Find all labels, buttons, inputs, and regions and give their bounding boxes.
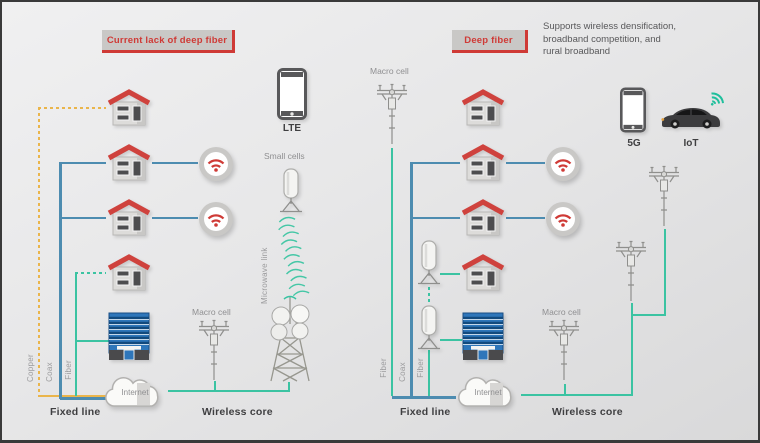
house-icon bbox=[460, 199, 506, 237]
lte-phone-icon bbox=[277, 68, 307, 120]
macro-cell-tower-icon bbox=[646, 164, 682, 228]
macro-cell-top-label: Macro cell bbox=[370, 66, 409, 76]
internet-label: Internet bbox=[474, 387, 502, 397]
house-icon bbox=[106, 254, 152, 292]
tower-stub-line bbox=[288, 382, 290, 390]
coax-line-house2-wifi bbox=[506, 162, 545, 164]
note-line-2: broadband competition, and bbox=[543, 33, 661, 45]
copper-line-bottom bbox=[38, 395, 114, 397]
macro-cell-label: Macro cell bbox=[542, 307, 581, 317]
lte-label: LTE bbox=[282, 123, 302, 134]
house-icon bbox=[460, 254, 506, 292]
fiber-line-smallcell2-building bbox=[440, 339, 462, 341]
house-icon bbox=[106, 144, 152, 182]
office-building-icon bbox=[108, 312, 150, 361]
coax-line-house3 bbox=[60, 217, 106, 219]
fiber-label: Fiber bbox=[416, 358, 425, 378]
house-icon bbox=[106, 89, 152, 127]
coax-line-vertical bbox=[410, 162, 413, 398]
macro-cell-tower-icon bbox=[374, 82, 410, 146]
office-building-icon bbox=[462, 312, 504, 361]
internet-cloud-icon bbox=[100, 372, 170, 412]
wireless-core-line bbox=[521, 394, 633, 396]
tower-link-line bbox=[631, 314, 665, 316]
coax-line-house3-wifi bbox=[152, 217, 198, 219]
macro-cell-tower-icon bbox=[196, 318, 232, 382]
fiber-line-smallcell2-vertical bbox=[428, 350, 430, 396]
macro-cell-tower-icon bbox=[613, 239, 649, 303]
fiber-line-smallcell1-house bbox=[440, 273, 460, 275]
house-icon bbox=[460, 144, 506, 182]
coax-line-vertical bbox=[59, 162, 62, 399]
microwave-waves-icon bbox=[276, 215, 313, 304]
microwave-tower-icon bbox=[259, 294, 321, 384]
fixed-line-label: Fixed line bbox=[400, 406, 451, 418]
small-cells-label: Small cells bbox=[264, 151, 305, 161]
fiber-label: Fiber bbox=[64, 360, 73, 380]
coax-line-house2 bbox=[60, 162, 106, 164]
small-cell-icon bbox=[414, 305, 444, 351]
copper-line-vertical bbox=[38, 107, 40, 396]
internet-label: Internet bbox=[121, 387, 149, 397]
iot-car-icon bbox=[658, 103, 722, 129]
macro-cell-tower-icon bbox=[546, 318, 582, 382]
tower2-vertical-line bbox=[631, 303, 633, 396]
macro-cell-label: Macro cell bbox=[192, 307, 231, 317]
internet-cloud-icon bbox=[453, 372, 523, 412]
fiber-label: Fiber bbox=[379, 358, 388, 378]
small-cell-icon bbox=[414, 240, 444, 286]
wifi-router-icon bbox=[545, 146, 581, 182]
coax-line-bottom bbox=[60, 397, 116, 400]
iot-wifi-icon bbox=[704, 87, 726, 109]
house-icon bbox=[460, 89, 506, 127]
fiber-line-house4-dashed bbox=[75, 272, 106, 274]
small-cell-icon bbox=[276, 168, 306, 214]
note-line-3: rural broadband bbox=[543, 46, 611, 57]
wireless-core-line bbox=[168, 390, 290, 392]
wifi-router-icon bbox=[198, 146, 234, 182]
fiber-line-building bbox=[75, 340, 109, 342]
house-icon bbox=[106, 199, 152, 237]
wifi-router-icon bbox=[545, 201, 581, 237]
fixed-line-bottom bbox=[392, 396, 456, 399]
coax-line-house2 bbox=[413, 162, 460, 164]
macro-cell-stub-line bbox=[564, 384, 566, 394]
fixed-line-label: Fixed line bbox=[50, 406, 101, 418]
fiber-line-macro-vertical bbox=[391, 148, 393, 396]
coax-line-house3 bbox=[413, 217, 460, 219]
copper-line-house1 bbox=[38, 107, 106, 109]
badge-current-lack-of-deep-fiber: Current lack of deep fiber bbox=[102, 30, 235, 53]
coax-label: Coax bbox=[398, 362, 407, 382]
coax-line-house3-wifi bbox=[506, 217, 545, 219]
badge-deep-fiber: Deep fiber bbox=[452, 30, 528, 53]
iot-label: IoT bbox=[683, 138, 699, 149]
wireless-core-label: Wireless core bbox=[202, 406, 273, 418]
fiber-line-smallcells-dashed bbox=[428, 287, 430, 304]
fiber-line-vertical bbox=[75, 272, 77, 396]
macro-cell-stub-line bbox=[214, 381, 216, 390]
copper-label: Copper bbox=[26, 354, 35, 383]
5g-label: 5G bbox=[627, 138, 641, 149]
microwave-link-label: Microwave link bbox=[260, 247, 269, 304]
deep-fiber-note: Supports wireless densification, broadba… bbox=[543, 21, 676, 59]
tower1-vertical-line bbox=[664, 229, 666, 316]
note-line-1: Supports wireless densification, bbox=[543, 21, 677, 32]
coax-label: Coax bbox=[45, 362, 54, 382]
coax-line-house2-wifi bbox=[152, 162, 198, 164]
5g-phone-icon bbox=[620, 87, 646, 133]
wifi-router-icon bbox=[198, 201, 234, 237]
wireless-core-label: Wireless core bbox=[552, 406, 623, 418]
